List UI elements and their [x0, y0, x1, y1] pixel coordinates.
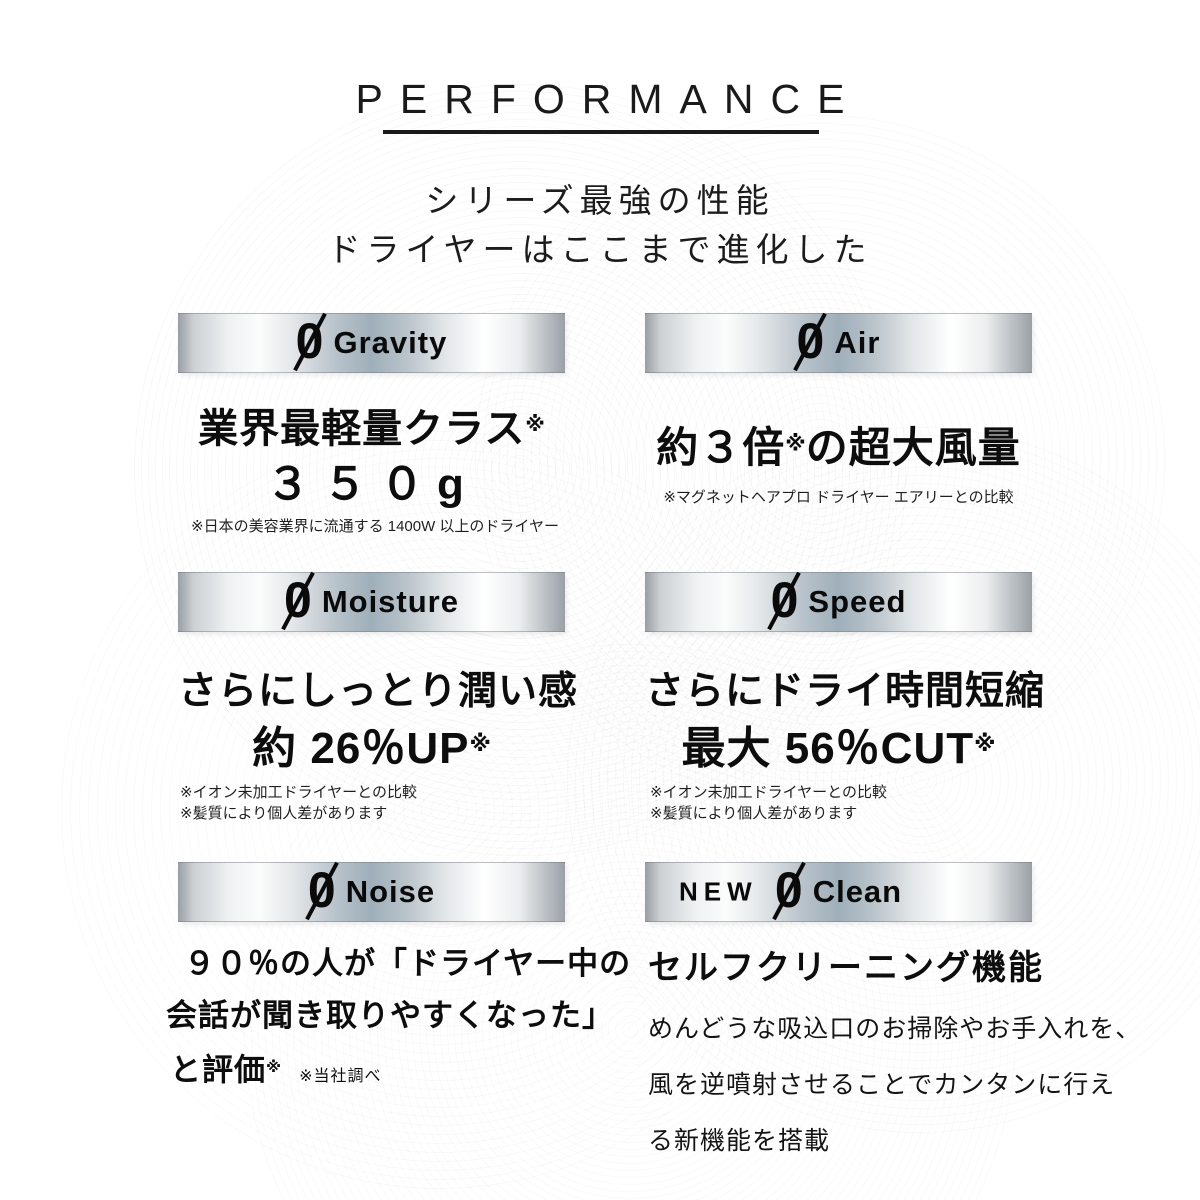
subtitle-line1: シリーズ最強の性能 [425, 182, 775, 219]
moisture-note1: ※イオン未加工ドライヤーとの比較 [180, 784, 417, 801]
clean-heading: セルフクリーニング機能 [648, 949, 1044, 987]
moisture-line2-text: 約 26％UP [252, 724, 470, 773]
moisture-line2: 約 26％UP※ [178, 712, 565, 776]
banner-zero-moisture: 0 Moisture [178, 572, 565, 632]
page-title: PERFORMANCE [355, 76, 862, 122]
banner-label-speed: Speed [808, 584, 907, 619]
clean-body-line3: る新機能を搭載 [648, 1127, 831, 1155]
page-subtitle: シリーズ最強の性能 ドライヤーはここまで進化した [0, 176, 1200, 274]
footnote-mark: ※ [266, 1059, 282, 1076]
moisture-note2: ※髪質により個人差があります [180, 805, 388, 822]
new-badge: NEW [679, 876, 758, 907]
slashed-zero-icon: 0 [796, 313, 825, 369]
footnote-mark: ※ [469, 730, 491, 756]
noise-line3: と評価 [170, 1052, 266, 1088]
banner-zero-air: 0 Air [645, 313, 1032, 373]
banner-label-gravity: Gravity [333, 325, 448, 360]
slashed-zero-icon: 0 [774, 862, 803, 918]
gravity-note: ※日本の美容業界に流通する 1400W 以上のドライヤー [191, 518, 559, 535]
noise-note: ※当社調べ [299, 1067, 382, 1085]
subtitle-line2: ドライヤーはここまで進化した [327, 231, 873, 268]
footnote-mark: ※ [785, 432, 806, 456]
banner-label-noise: Noise [345, 874, 436, 909]
slashed-zero-icon: 0 [284, 572, 312, 628]
noise-text: ９０％の人が「ドライヤー中の 会話が聞き取りやすくなった」 と評価※ ※当社調べ [166, 938, 632, 1103]
moisture-line1-text: さらにしっとり潤い感 [178, 670, 579, 713]
banner-label-air: Air [834, 325, 881, 360]
banner-zero-gravity: 0 Gravity [178, 313, 565, 373]
footnote-mark: ※ [525, 414, 545, 436]
slashed-zero-icon: 0 [295, 313, 324, 369]
banner-label-moisture: Moisture [321, 584, 459, 619]
title-underline [383, 130, 819, 134]
banner-label-clean: Clean [812, 874, 903, 909]
speed-line2: 最大 56％CUT※ [645, 712, 1032, 776]
speed-notes: ※イオン未加工ドライヤーとの比較 ※髪質により個人差があります [650, 782, 1080, 824]
speed-line1-text: さらにドライ時間短縮 [645, 670, 1046, 713]
noise-line1: ９０％の人が「ドライヤー中の [184, 946, 632, 981]
clean-text: セルフクリーニング機能 めんどうな吸込口のお掃除やお手入れを、 風を逆噴射させる… [648, 940, 1140, 1169]
banner-zero-speed: 0 Speed [645, 572, 1032, 632]
air-heading-post: の超大風量 [805, 424, 1021, 471]
speed-line1: さらにドライ時間短縮 [645, 660, 1044, 716]
air-heading-pre: 約３倍 [656, 424, 786, 471]
air-heading: 約３倍※の超大風量 [645, 414, 1032, 475]
clean-body-line2: 風を逆噴射させることでカンタンに行え [648, 1071, 1116, 1099]
moisture-line1: さらにしっとり潤い感 [178, 660, 577, 716]
clean-body-line1: めんどうな吸込口のお掃除やお手入れを、 [648, 1015, 1142, 1043]
speed-note1: ※イオン未加工ドライヤーとの比較 [650, 784, 887, 801]
slashed-zero-icon: 0 [307, 862, 336, 918]
gravity-value-text: ３５０g [266, 460, 477, 509]
gravity-value: ３５０g [178, 448, 565, 512]
slashed-zero-icon: 0 [770, 572, 799, 628]
speed-line2-text: 最大 56％CUT [681, 724, 975, 773]
banner-zero-noise: 0 Noise [178, 862, 565, 922]
moisture-notes: ※イオン未加工ドライヤーとの比較 ※髪質により個人差があります [180, 782, 610, 824]
gravity-heading-text: 業界最軽量クラス [198, 407, 526, 451]
speed-note2: ※髪質により個人差があります [650, 805, 858, 822]
noise-line2: 会話が聞き取りやすくなった」 [166, 998, 614, 1033]
gravity-heading: 業界最軽量クラス※ [178, 396, 565, 454]
banner-zero-clean: NEW 0 Clean [645, 862, 1032, 922]
footnote-mark: ※ [974, 730, 996, 756]
air-note: ※マグネットヘアプロ ドライヤー エアリーとの比較 [663, 489, 1014, 506]
